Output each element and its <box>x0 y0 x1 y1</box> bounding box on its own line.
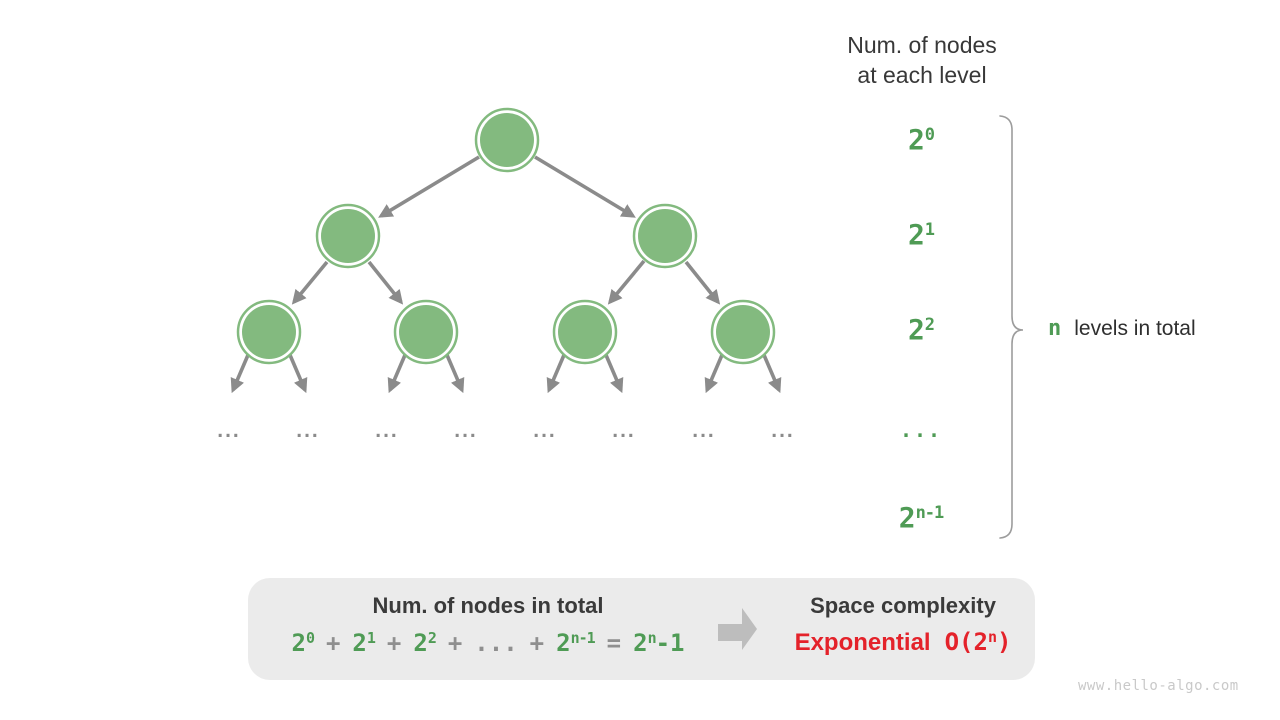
complexity-value: Exponential O(2n) <box>768 628 1038 657</box>
tree-ellipsis: ... <box>771 419 795 442</box>
tree-edge-arrow <box>534 155 636 218</box>
n-symbol: n <box>1048 316 1062 341</box>
formula-token: 22 <box>413 629 436 657</box>
summary-box: Num. of nodes in total 20 +21 +22 +... +2n-1… <box>248 578 1035 680</box>
tree-edge-arrow <box>762 354 782 394</box>
tree-edge-arrow <box>387 354 407 394</box>
tree-edge-arrow <box>684 260 721 305</box>
space-complexity-title: Space complexity <box>810 593 996 618</box>
watermark: www.hello-algo.com <box>1078 678 1239 694</box>
tree-node <box>399 305 453 359</box>
formula-token: ... <box>474 629 518 657</box>
tree-edge-arrow <box>704 354 724 394</box>
tree-node <box>480 113 534 167</box>
header-line1: Num. of nodes <box>847 32 997 58</box>
total-nodes-section: Num. of nodes in total 20 +21 +22 +... +2n-1… <box>258 593 718 657</box>
tree-ellipsis: ... <box>375 419 399 442</box>
tree-edge-arrow <box>291 260 329 305</box>
tree-edge-arrow <box>604 354 624 394</box>
big-o-notation: O(2n) <box>944 628 1012 656</box>
formula-token: + <box>325 629 341 657</box>
levels-brace <box>999 115 1024 539</box>
total-nodes-title: Num. of nodes in total <box>372 593 604 618</box>
tree-node <box>321 209 375 263</box>
level-count-label: 20 <box>907 123 935 156</box>
formula-token: 21 <box>352 629 375 657</box>
tree-node <box>638 209 692 263</box>
tree-edge-arrow <box>367 260 404 305</box>
complexity-word: Exponential <box>794 629 931 656</box>
formula-token: 2n-1 <box>556 629 596 657</box>
tree-ellipsis: ... <box>533 419 557 442</box>
tree-edge-arrow <box>607 259 646 305</box>
tree-node <box>716 305 770 359</box>
level-count-label: 2n-1 <box>898 501 945 534</box>
tree-edge-arrow <box>288 354 308 394</box>
tree-ellipsis: ... <box>692 419 716 442</box>
levels-column-header: Num. of nodes at each level <box>797 30 1047 90</box>
levels-total-label: n levels in total <box>1048 316 1196 341</box>
formula-token: + <box>447 629 463 657</box>
formula-token: 20 <box>291 629 314 657</box>
header-line2: at each level <box>857 62 987 88</box>
space-complexity-section: Space complexity Exponential O(2n) <box>768 593 1038 657</box>
level-count-label: 21 <box>907 218 935 251</box>
level-count-label: ... <box>899 418 943 442</box>
formula-token: + <box>386 629 402 657</box>
formula-token: + <box>529 629 545 657</box>
tree-edge-arrow <box>230 354 250 394</box>
formula-token: = <box>606 629 622 657</box>
tree-edge-arrow <box>546 354 566 394</box>
tree-ellipses: ........................ <box>217 419 795 442</box>
level-labels: 20 21 22... 2n-1 <box>856 0 986 560</box>
tree-ellipsis: ... <box>217 419 241 442</box>
tree-ellipsis: ... <box>454 419 478 442</box>
formula-token: -1 <box>655 629 685 657</box>
levels-total-text: levels in total <box>1074 317 1196 340</box>
tree-node <box>242 305 296 359</box>
tree-nodes <box>236 107 776 365</box>
level-count-label: 22 <box>907 313 935 346</box>
arrow-right-icon <box>718 608 757 650</box>
formula-token: 2n <box>633 629 656 657</box>
tree-ellipsis: ... <box>612 419 636 442</box>
tree-edges <box>230 155 782 394</box>
tree-edge-arrow <box>445 354 465 394</box>
tree-edge-arrow <box>378 155 480 218</box>
total-formula: 20 +21 +22 +... +2n-1 = 2n-1 <box>258 629 718 657</box>
tree-ellipsis: ... <box>296 419 320 442</box>
tree-node <box>558 305 612 359</box>
